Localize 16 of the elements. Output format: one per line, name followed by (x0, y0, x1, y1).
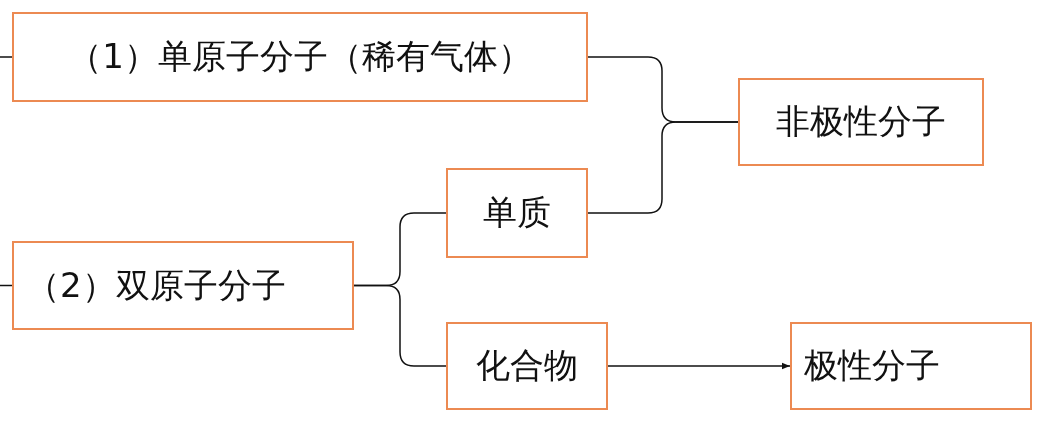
connector-line (353, 284, 447, 367)
box-label: 非极性分子 (776, 100, 946, 143)
category-box (12, 12, 588, 102)
connector-line (0, 56, 13, 58)
category-box (446, 168, 588, 258)
category-box (738, 78, 984, 166)
category-box (790, 322, 1032, 410)
box-label: 化合物 (476, 344, 578, 387)
connector-line (587, 121, 739, 214)
category-box (12, 241, 354, 330)
category-box (446, 322, 608, 410)
box-label: （1）单原子分子（稀有气体） (68, 35, 532, 78)
box-label: 极性分子 (804, 344, 940, 387)
box-label: 单质 (483, 191, 551, 234)
box-label: （2）双原子分子 (26, 263, 286, 307)
arrow (607, 362, 791, 370)
